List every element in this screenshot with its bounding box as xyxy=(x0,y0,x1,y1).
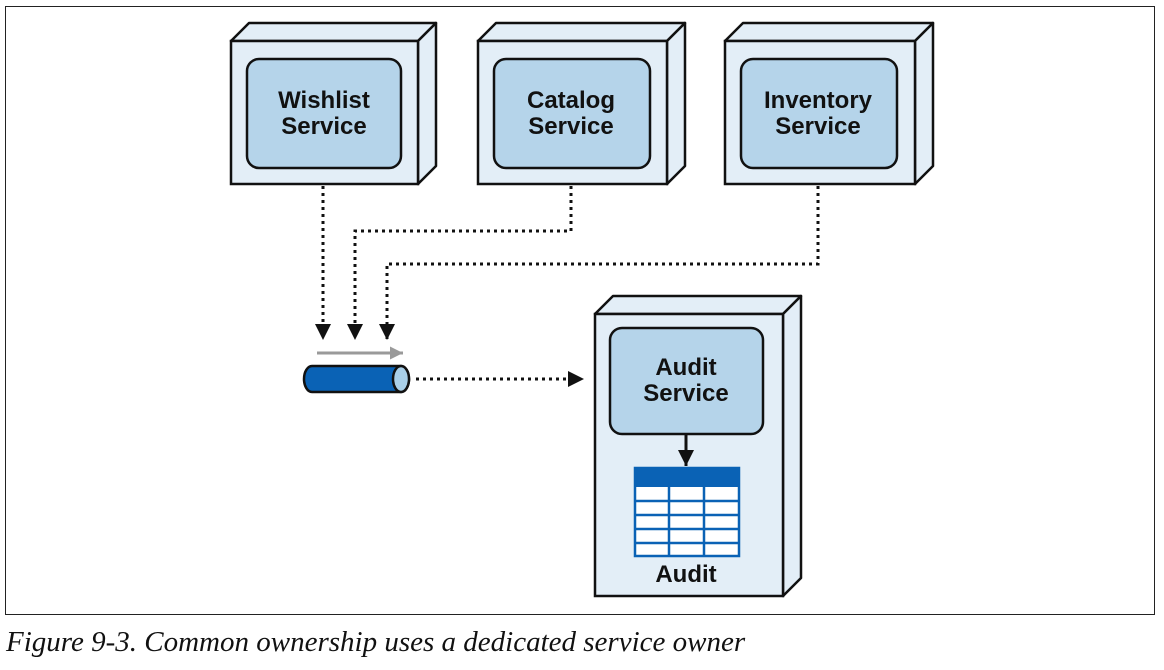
audit-service-label-2: Service xyxy=(643,380,728,407)
inventory-service-label-1: Inventory xyxy=(764,87,873,114)
wishlist-service-node: Wishlist Service xyxy=(229,21,438,186)
inventory-service-label-2: Service xyxy=(775,113,860,140)
audit-database-label: Audit xyxy=(655,561,716,588)
inventory-service-node: Inventory Service xyxy=(723,21,935,186)
catalog-to-queue-arrow xyxy=(347,186,573,340)
audit-service-label-1: Audit xyxy=(655,354,716,381)
inventory-to-queue-arrow xyxy=(379,186,820,340)
message-queue-icon xyxy=(302,364,411,394)
figure-caption: Figure 9-3. Common ownership uses a dedi… xyxy=(6,626,746,658)
catalog-service-label-2: Service xyxy=(528,113,613,140)
wishlist-service-label-2: Service xyxy=(281,113,366,140)
wishlist-service-label-1: Wishlist xyxy=(278,87,370,114)
catalog-service-node: Catalog Service xyxy=(476,21,687,186)
ownership-diagram: Wishlist Service Catalog Service Invento… xyxy=(229,21,935,598)
catalog-service-label-1: Catalog xyxy=(527,87,615,114)
database-table-icon xyxy=(633,466,741,558)
